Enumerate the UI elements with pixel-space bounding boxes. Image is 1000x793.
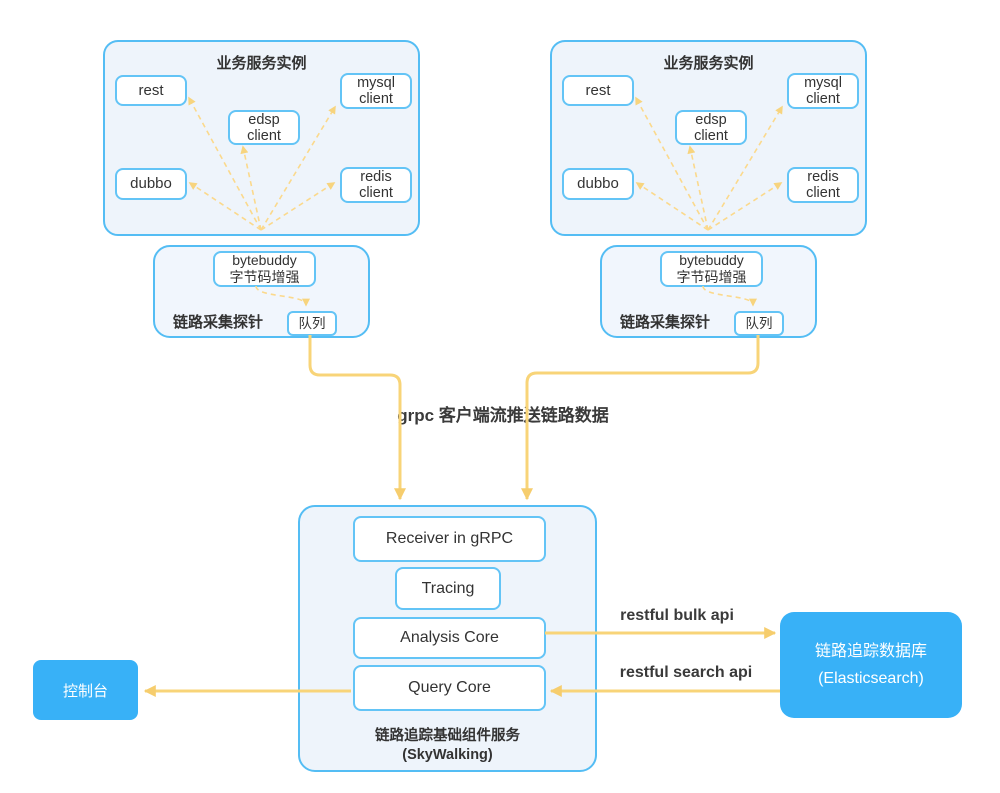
probe-label: 链路采集探针 [173,314,264,331]
service-instance-panel-left: 业务服务实例 rest mysql client edsp client dub… [103,40,420,236]
node-dubbo: dubbo [115,168,187,200]
node-redis-client: redis client [787,167,859,203]
service-instance-panel-right: 业务服务实例 rest mysql client edsp client dub… [550,40,867,236]
node-receiver-grpc: Receiver in gRPC [353,516,546,562]
probe-panel-left: bytebuddy 字节码增强 链路采集探针 队列 [153,245,370,338]
search-api-label: restful search api [619,664,753,681]
node-rest: rest [115,75,187,106]
node-queue: 队列 [287,311,337,336]
node-mysql-client: mysql client [787,73,859,109]
service-instance-title: 业务服务实例 [663,55,754,72]
node-bytebuddy: bytebuddy 字节码增强 [660,251,763,287]
console-box: 控制台 [33,660,138,720]
node-bytebuddy: bytebuddy 字节码增强 [213,251,316,287]
skywalking-caption: 链路追踪基础组件服务 (SkyWalking) [375,728,520,763]
node-edsp-client: edsp client [228,110,300,145]
node-edsp-client: edsp client [675,110,747,145]
skywalking-panel: Receiver in gRPC Tracing Analysis Core Q… [298,505,597,772]
node-query-core: Query Core [353,665,546,711]
node-redis-client: redis client [340,167,412,203]
node-mysql-client: mysql client [340,73,412,109]
bulk-api-label: restful bulk api [620,607,734,624]
service-instance-title: 业务服务实例 [216,55,307,72]
node-queue: 队列 [734,311,784,336]
probe-panel-right: bytebuddy 字节码增强 链路采集探针 队列 [600,245,817,338]
node-analysis-core: Analysis Core [353,617,546,659]
grpc-flow-label: grpc 客户端流推送链路数据 [397,406,609,425]
elasticsearch-box: 链路追踪数据库 (Elasticsearch) [780,612,962,718]
node-tracing: Tracing [395,567,501,610]
node-rest: rest [562,75,634,106]
probe-label: 链路采集探针 [620,314,711,331]
node-dubbo: dubbo [562,168,634,200]
